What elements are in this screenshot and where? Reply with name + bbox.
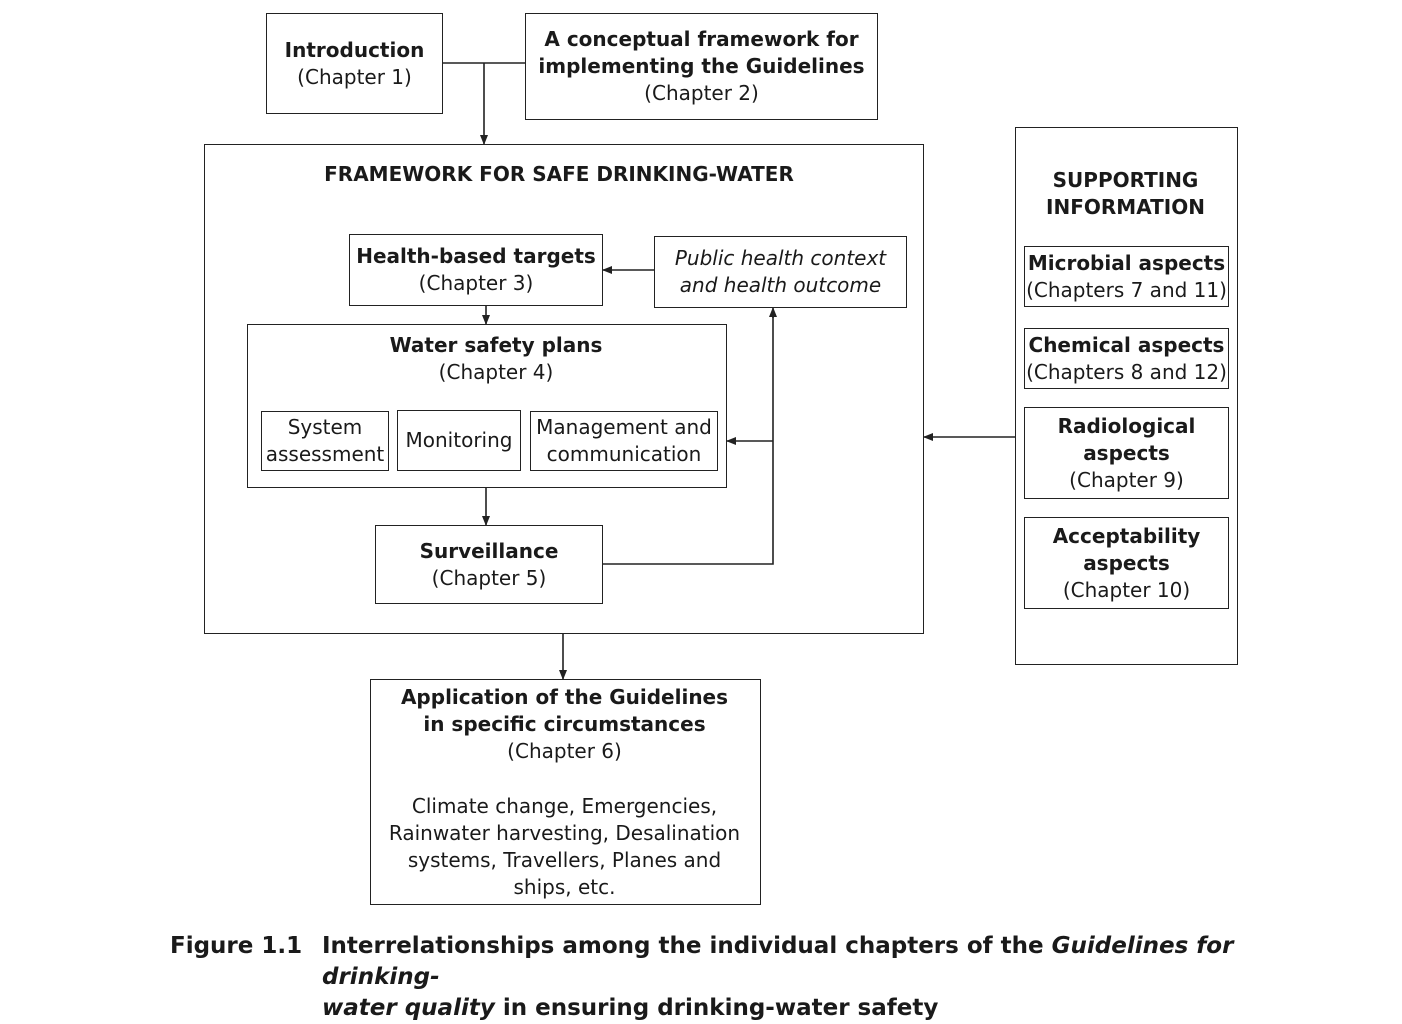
application-desc2: Rainwater harvesting, Desalination	[388, 821, 741, 845]
system-assessment-line2: assessment	[265, 442, 385, 466]
conceptual-chapter: (Chapter 2)	[644, 81, 759, 105]
supporting-line1: SUPPORTING	[1052, 168, 1199, 192]
public-health-line2: and health outcome	[679, 273, 882, 297]
management-communication-box: Management and communication	[530, 411, 718, 471]
introduction-box: Introduction (Chapter 1)	[266, 13, 443, 114]
wsp-chapter: (Chapter 4)	[438, 360, 554, 384]
microbial-title: Microbial aspects	[1027, 250, 1226, 275]
figure-label: Figure 1.1	[170, 933, 303, 959]
supporting-line2: INFORMATION	[1046, 195, 1205, 219]
public-health-box: Public health context and health outcome	[654, 236, 907, 308]
acceptability-line1: Acceptability	[1052, 523, 1201, 548]
caption-part2: in ensuring drinking-water safety	[494, 995, 939, 1021]
connector-lines	[442, 62, 1016, 680]
conceptual-framework-box: A conceptual framework for implementing …	[525, 13, 878, 120]
caption-part1: Interrelationships among the individual …	[322, 933, 1052, 959]
wsp-title: Water safety plans	[389, 333, 603, 357]
application-box: Application of the Guidelines in specifi…	[370, 679, 761, 905]
health-targets-chapter: (Chapter 3)	[418, 271, 534, 295]
health-targets-title: Health-based targets	[356, 244, 596, 268]
application-desc1: Climate change, Emergencies,	[411, 794, 718, 818]
acceptability-aspects-box: Acceptability aspects (Chapter 10)	[1024, 517, 1229, 609]
introduction-chapter: (Chapter 1)	[297, 64, 412, 89]
system-assessment-box: System assessment	[261, 411, 389, 471]
application-desc4: ships, etc.	[513, 875, 616, 899]
surveillance-chapter: (Chapter 5)	[431, 565, 547, 590]
application-line1: Application of the Guidelines	[400, 685, 729, 709]
radiological-chapter: (Chapter 9)	[1069, 467, 1184, 492]
chemical-aspects-box: Chemical aspects (Chapters 8 and 12)	[1024, 328, 1229, 389]
chemical-title: Chemical aspects	[1028, 332, 1225, 357]
acceptability-line2: aspects	[1083, 550, 1170, 575]
health-targets-box: Health-based targets (Chapter 3)	[349, 234, 603, 306]
monitoring-label: Monitoring	[405, 428, 513, 452]
application-line2: in specific circumstances	[423, 712, 706, 736]
microbial-aspects-box: Microbial aspects (Chapters 7 and 11)	[1024, 246, 1229, 307]
surveillance-box: Surveillance (Chapter 5)	[375, 525, 603, 604]
conceptual-line2: implementing the Guidelines	[538, 54, 865, 78]
management-line1: Management and	[536, 415, 712, 439]
framework-box: FRAMEWORK FOR SAFE DRINKING-WATER	[204, 144, 924, 634]
chemical-chapter: (Chapters 8 and 12)	[1026, 359, 1227, 384]
acceptability-chapter: (Chapter 10)	[1062, 577, 1191, 602]
figure-caption: Interrelationships among the individual …	[322, 931, 1322, 1024]
application-desc3: systems, Travellers, Planes and	[407, 848, 722, 872]
radiological-line1: Radiological	[1057, 413, 1196, 438]
introduction-title: Introduction	[284, 37, 425, 62]
public-health-line1: Public health context	[674, 246, 887, 270]
surveillance-title: Surveillance	[419, 538, 559, 563]
application-chapter: (Chapter 6)	[507, 739, 622, 763]
caption-italic1: Guidelines for drinking-	[322, 933, 1234, 990]
radiological-line2: aspects	[1083, 440, 1170, 465]
management-line2: communication	[546, 442, 702, 466]
monitoring-box: Monitoring	[397, 410, 521, 471]
microbial-chapter: (Chapters 7 and 11)	[1026, 277, 1227, 302]
conceptual-line1: A conceptual framework for	[544, 27, 859, 51]
radiological-aspects-box: Radiological aspects (Chapter 9)	[1024, 407, 1229, 499]
framework-title: FRAMEWORK FOR SAFE DRINKING-WATER	[324, 162, 794, 186]
surveillance-feedback-line	[602, 310, 774, 565]
system-assessment-line1: System	[287, 415, 363, 439]
caption-italic2: water quality	[322, 995, 495, 1021]
